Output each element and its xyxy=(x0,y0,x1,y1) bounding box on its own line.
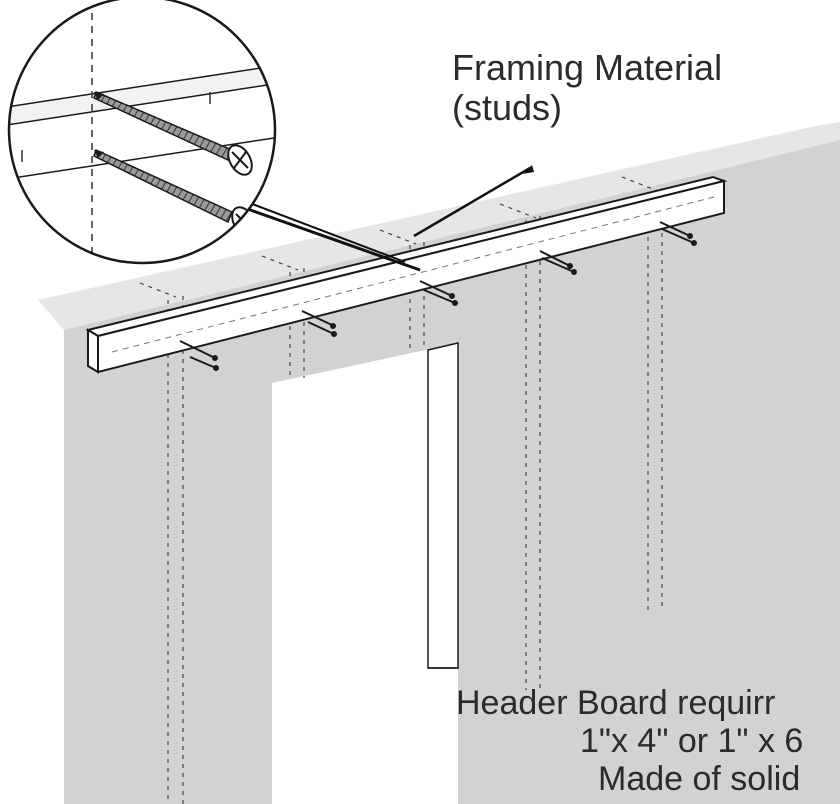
screw-icon xyxy=(659,221,697,246)
framing-leader-tip xyxy=(522,165,534,174)
header-board xyxy=(85,175,728,374)
framing-material-line1: Framing Material xyxy=(452,47,723,88)
header-board-line3: Made of solid xyxy=(598,760,801,799)
screw-icon xyxy=(539,250,577,275)
framing-studs xyxy=(139,176,663,804)
header-board-end xyxy=(87,328,99,374)
header-board-line1: Header Board requirr xyxy=(456,684,776,722)
framing-leader-line xyxy=(413,166,531,238)
zoom-detail xyxy=(7,0,277,265)
screw-icon xyxy=(419,280,458,306)
framing-material-line2: (studs) xyxy=(452,87,563,129)
framing-material-label: Framing Material (studs) xyxy=(452,47,723,129)
header-board-line2: 1"x 4" or 1" x 6 xyxy=(580,722,804,761)
screw-icon xyxy=(179,340,219,371)
header-board-label: Header Board requirr 1"x 4" or 1" x 6 Ma… xyxy=(456,684,803,798)
door-jamb xyxy=(427,342,459,669)
door-opening xyxy=(272,343,458,804)
screw-icon xyxy=(301,310,337,337)
screw-icon xyxy=(93,90,253,176)
wall-top-edge xyxy=(38,122,840,330)
board-screws xyxy=(179,221,697,371)
